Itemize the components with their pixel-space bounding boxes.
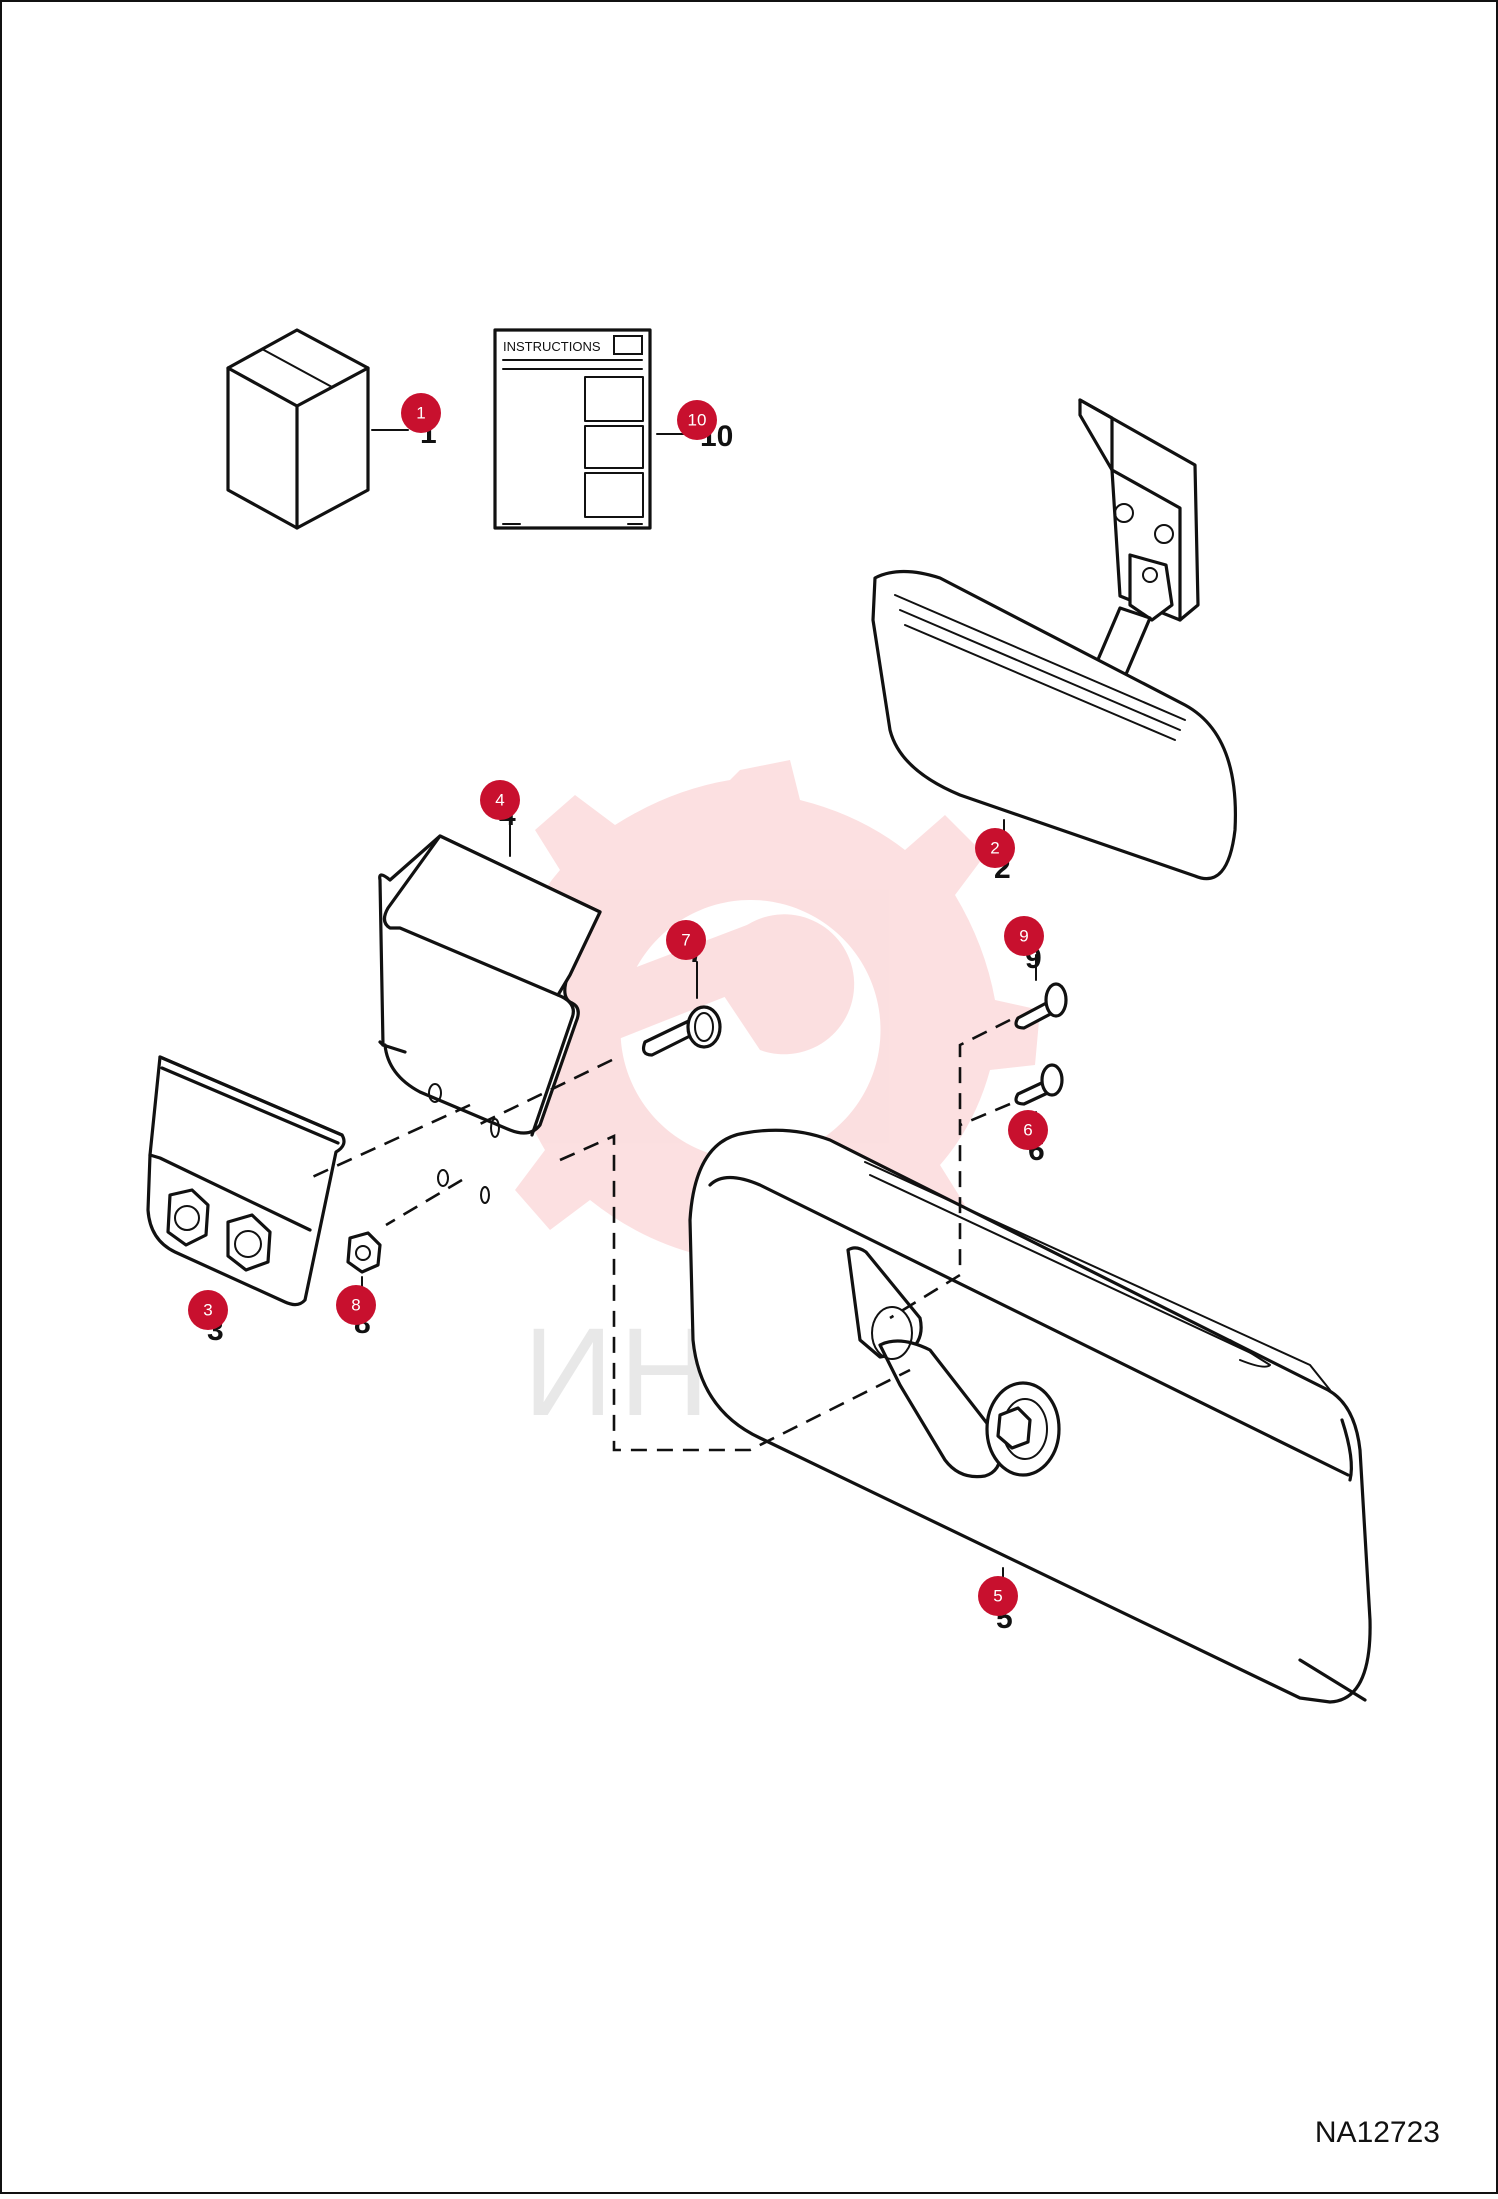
figure-id: NA12723 bbox=[1315, 2116, 1440, 2149]
part-5-mirror-housing bbox=[688, 1128, 1372, 1704]
svg-text:1: 1 bbox=[416, 404, 425, 423]
svg-text:10: 10 bbox=[688, 411, 707, 430]
part-1-box bbox=[226, 328, 409, 530]
svg-text:3: 3 bbox=[203, 1301, 212, 1320]
svg-text:5: 5 bbox=[993, 1587, 1002, 1606]
part-8-nut bbox=[346, 1231, 382, 1298]
callout-markers: 1 2 3 4 5 6 7 8 9 10 bbox=[188, 393, 1048, 1616]
part-7-bolt bbox=[641, 961, 722, 1057]
svg-text:2: 2 bbox=[990, 839, 999, 858]
part-10-instructions-sheet: INSTRUCTIONS bbox=[493, 328, 691, 530]
part-3-clip-with-nuts bbox=[146, 1055, 346, 1319]
callout-6[interactable]: 6 bbox=[1008, 1110, 1048, 1150]
svg-text:8: 8 bbox=[351, 1296, 360, 1315]
part-9-screw bbox=[1014, 954, 1068, 1030]
svg-text:4: 4 bbox=[495, 791, 504, 810]
assembly-lines bbox=[309, 1018, 1011, 1452]
callout-2[interactable]: 2 bbox=[975, 828, 1015, 868]
svg-text:6: 6 bbox=[1023, 1121, 1032, 1140]
callout-10[interactable]: 10 bbox=[677, 400, 717, 440]
callout-9[interactable]: 9 bbox=[1004, 916, 1044, 956]
instructions-label: INSTRUCTIONS bbox=[503, 339, 601, 354]
part-2-rearview-mirror bbox=[871, 398, 1238, 881]
callout-7[interactable]: 7 bbox=[666, 920, 706, 960]
callout-3[interactable]: 3 bbox=[188, 1290, 228, 1330]
svg-text:9: 9 bbox=[1019, 927, 1028, 946]
callout-1[interactable]: 1 bbox=[401, 393, 441, 433]
callout-8[interactable]: 8 bbox=[336, 1285, 376, 1325]
svg-text:7: 7 bbox=[681, 931, 690, 950]
part-4-bracket bbox=[378, 817, 602, 1204]
callout-4[interactable]: 4 bbox=[480, 780, 520, 820]
callout-5[interactable]: 5 bbox=[978, 1576, 1018, 1616]
